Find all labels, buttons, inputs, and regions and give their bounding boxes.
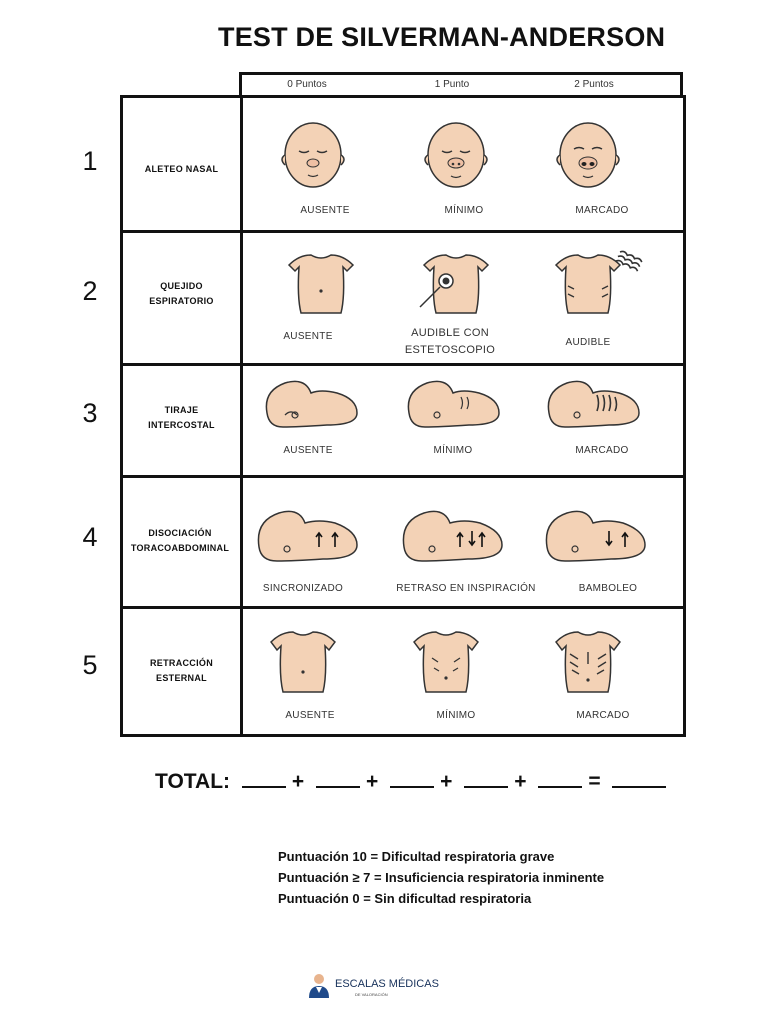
row-separator bbox=[123, 230, 683, 233]
caption: MÍNIMO bbox=[444, 205, 484, 216]
row-label-text: TIRAJE bbox=[164, 405, 199, 415]
brand-subtitle: DE VALORACIÓN bbox=[355, 991, 388, 997]
row-label-disociacion-toracoabdominal: DISOCIACIÓN TORACOABDOMINAL bbox=[115, 526, 245, 556]
brand-name: ESCALAS MÉDICAS bbox=[335, 977, 439, 990]
score-table: ALETEO NASAL AUSENTE MÍNIMO MARCADO QUEJ… bbox=[120, 95, 686, 737]
row-label-text: TORACOABDOMINAL bbox=[130, 543, 230, 553]
plus-sign: + bbox=[514, 770, 527, 793]
caption: BAMBOLEO bbox=[578, 583, 638, 594]
doctor-logo-icon bbox=[309, 974, 329, 998]
row-label-text: ALETEO NASAL bbox=[144, 164, 219, 174]
column-1-point: 1 Punto bbox=[434, 79, 470, 90]
caption: AUDIBLE bbox=[565, 337, 611, 348]
brand-logo: ESCALAS MÉDICAS DE VALORACIÓN bbox=[307, 972, 439, 998]
caption: AUSENTE bbox=[285, 710, 335, 721]
caption: MARCADO bbox=[575, 445, 629, 456]
page-title: TEST DE SILVERMAN-ANDERSON bbox=[218, 22, 666, 52]
row-number-2: 2 bbox=[82, 276, 98, 306]
equals-sign: = bbox=[588, 770, 601, 793]
table-divider bbox=[240, 98, 243, 734]
plus-sign: + bbox=[366, 770, 379, 793]
row-number-1: 1 bbox=[82, 146, 98, 176]
caption: MÍNIMO bbox=[433, 445, 473, 456]
score-blank[interactable] bbox=[241, 770, 286, 788]
score-blank[interactable] bbox=[316, 770, 360, 788]
row-number-5: 5 bbox=[82, 650, 98, 680]
caption: AUSENTE bbox=[283, 445, 333, 456]
score-blank[interactable] bbox=[464, 770, 509, 788]
row-number-4: 4 bbox=[82, 522, 98, 552]
caption: MARCADO bbox=[575, 205, 629, 216]
baby-arrows-seesaw-icon bbox=[545, 510, 646, 562]
row-number-3: 3 bbox=[82, 398, 98, 428]
chest-icon bbox=[270, 631, 336, 693]
row-label-text: ESPIRATORIO bbox=[149, 296, 214, 306]
caption: MÍNIMO bbox=[436, 710, 476, 721]
caption: MARCADO bbox=[576, 710, 630, 721]
prone-baby-marked-icon bbox=[547, 380, 640, 428]
torso-audible-icon bbox=[554, 250, 643, 314]
legend-item: Puntuación 0 = Sin dificultad respirator… bbox=[278, 891, 532, 906]
score-blank[interactable] bbox=[390, 770, 435, 788]
total-line: TOTAL: + + + + = bbox=[155, 770, 672, 794]
row-label-text: DISOCIACIÓN bbox=[148, 528, 212, 538]
plus-sign: + bbox=[291, 770, 305, 793]
face-minimal-flaring-icon bbox=[424, 122, 488, 188]
row-separator bbox=[123, 606, 683, 609]
face-marked-flaring-icon bbox=[556, 122, 620, 188]
total-label: TOTAL: bbox=[155, 770, 231, 793]
torso-icon bbox=[287, 254, 355, 314]
prone-baby-icon bbox=[265, 380, 358, 428]
row-label-text: ESTERNAL bbox=[156, 673, 207, 683]
row-label-retraccion-esternal: RETRACCIÓN ESTERNAL bbox=[123, 656, 240, 686]
legend-item: Puntuación 10 = Dificultad respiratoria … bbox=[278, 849, 555, 864]
row-label-quejido-espiratorio: QUEJIDO ESPIRATORIO bbox=[123, 279, 240, 309]
row-label-text: QUEJIDO bbox=[160, 281, 203, 291]
total-blank[interactable] bbox=[612, 770, 667, 788]
row-separator bbox=[123, 475, 683, 478]
caption: AUSENTE bbox=[283, 331, 333, 342]
row-label-text: RETRACCIÓN bbox=[150, 658, 213, 668]
torso-stethoscope-icon bbox=[419, 254, 490, 314]
row-label-text: INTERCOSTAL bbox=[148, 420, 215, 430]
row-label-tiraje-intercostal: TIRAJE INTERCOSTAL bbox=[123, 403, 240, 433]
chest-marked-retraction-icon bbox=[555, 631, 621, 693]
column-0-points: 0 Puntos bbox=[287, 79, 327, 90]
column-2-points: 2 Puntos bbox=[574, 79, 614, 90]
caption: AUSENTE bbox=[300, 205, 350, 216]
plus-sign: + bbox=[440, 770, 453, 793]
baby-arrows-synced-icon bbox=[257, 510, 358, 562]
caption: SINCRONIZADO bbox=[262, 583, 344, 594]
row-separator bbox=[123, 363, 683, 366]
chest-minimal-retraction-icon bbox=[413, 631, 479, 693]
score-blank[interactable] bbox=[538, 770, 583, 788]
column-header: 0 Puntos 1 Punto 2 Puntos bbox=[239, 72, 683, 95]
face-no-flaring-icon bbox=[281, 122, 345, 188]
caption: AUDIBLE CON ESTETOSCOPIO bbox=[404, 327, 496, 356]
baby-arrows-delayed-icon bbox=[402, 510, 503, 562]
score-legend: Puntuación 10 = Dificultad respiratoria … bbox=[278, 846, 604, 909]
row-label-aleteo-nasal: ALETEO NASAL bbox=[123, 162, 240, 177]
caption: RETRASO EN INSPIRACIÓN bbox=[396, 583, 536, 594]
legend-item: Puntuación ≥ 7 = Insuficiencia respirato… bbox=[278, 870, 605, 885]
prone-baby-minimal-icon bbox=[407, 380, 500, 428]
